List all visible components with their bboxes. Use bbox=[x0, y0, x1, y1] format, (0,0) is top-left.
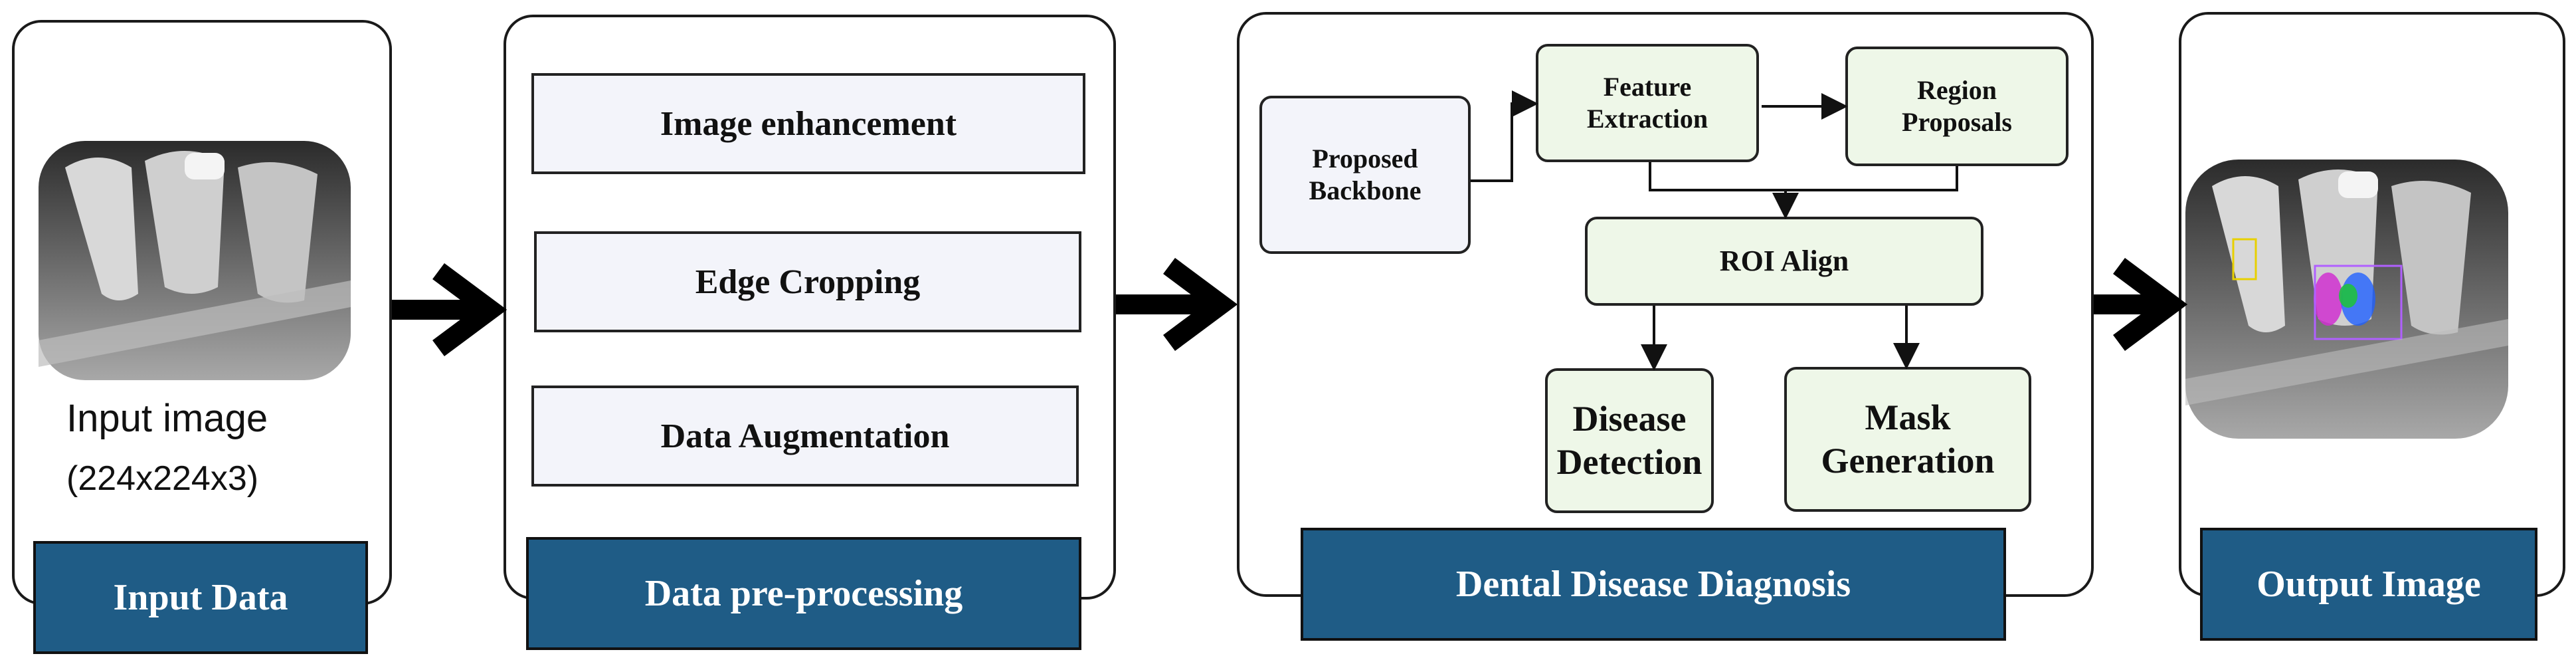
step-edge-cropping: Edge Cropping bbox=[534, 231, 1081, 332]
banner-input-data: Input Data bbox=[33, 541, 368, 654]
input-caption-line2: (224x224x3) bbox=[66, 459, 259, 498]
mask-line2: Generation bbox=[1821, 441, 1995, 481]
region-line2: Proposals bbox=[1902, 107, 2012, 137]
stage-arrow-2 bbox=[1116, 257, 1238, 352]
banner-data-preprocessing: Data pre-processing bbox=[526, 537, 1081, 650]
backbone-line2: Backbone bbox=[1309, 175, 1422, 205]
input-caption-line1: Input image bbox=[66, 397, 268, 440]
stage-arrow-1 bbox=[392, 263, 507, 357]
banner-output-image: Output Image bbox=[2200, 528, 2537, 641]
edge-feature-roi bbox=[1649, 162, 1958, 191]
backbone-line1: Proposed bbox=[1312, 144, 1418, 173]
step-data-augmentation: Data Augmentation bbox=[531, 386, 1079, 487]
detection-line1: Disease bbox=[1572, 399, 1687, 439]
mask-line1: Mask bbox=[1865, 397, 1951, 438]
region-line1: Region bbox=[1917, 75, 1997, 105]
node-roi-align: ROI Align bbox=[1585, 217, 1983, 306]
input-xray-image bbox=[39, 141, 351, 380]
detection-line2: Detection bbox=[1556, 442, 1702, 482]
feature-line1: Feature bbox=[1603, 72, 1692, 102]
stage-arrow-3 bbox=[2094, 257, 2188, 352]
feature-line2: Extraction bbox=[1586, 104, 1708, 134]
step-image-enhancement: Image enhancement bbox=[531, 73, 1085, 174]
output-xray-image bbox=[2185, 160, 2508, 439]
edge-backbone-feature bbox=[1471, 90, 1538, 182]
banner-dental-disease-diagnosis: Dental Disease Diagnosis bbox=[1301, 528, 2006, 641]
